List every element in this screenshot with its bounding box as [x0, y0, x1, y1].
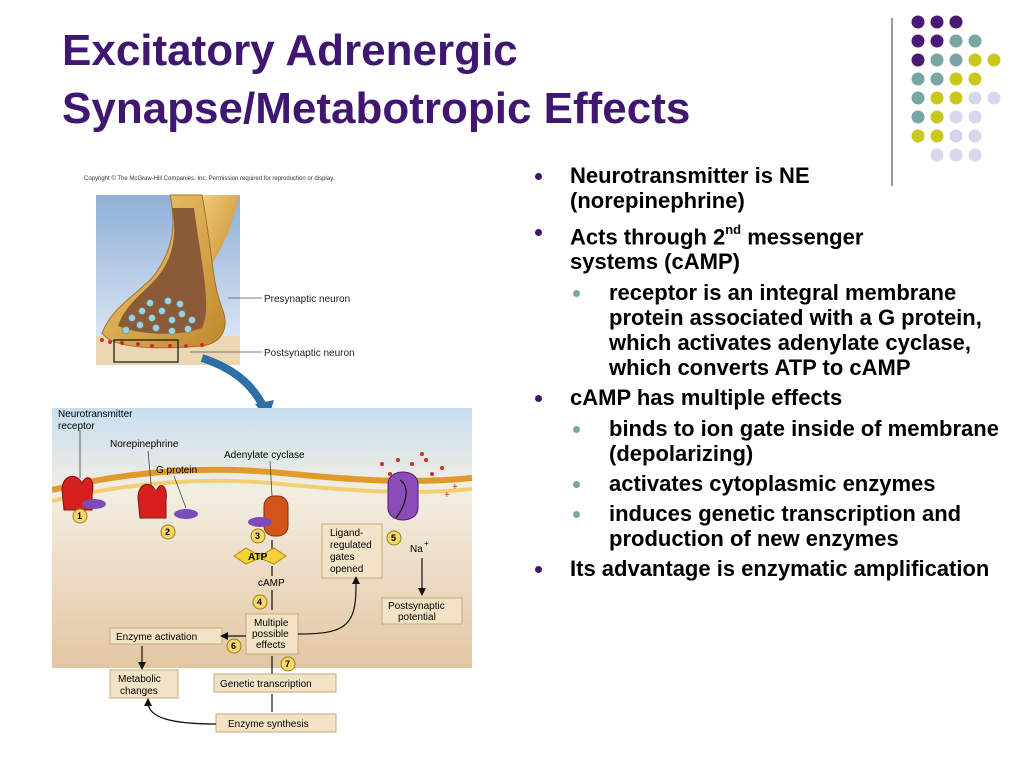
bullet-2-text-b: messenger	[741, 224, 864, 250]
step-6-label: 6	[231, 641, 236, 651]
slide-title: Excitatory Adrenergic Synapse/Metabotrop…	[62, 22, 882, 138]
postsynaptic-potential-box: Postsynaptic potential	[381, 597, 463, 625]
metabolic-changes-line-1: Metabolic	[118, 674, 161, 685]
neurotransmitter-receptor-label-2: receptor	[58, 421, 95, 432]
bullet-camp-effects: cAMP has multiple effects	[532, 385, 1012, 410]
ligand-line-3: gates	[330, 552, 354, 563]
step-1-label: 1	[77, 511, 82, 521]
decorative-divider	[891, 18, 893, 186]
bullet-2-text-a: Acts through 2	[570, 224, 726, 250]
norepinephrine-label: Norepinephrine	[110, 439, 179, 450]
bullet-list: Neurotransmitter is NE (norepinephrine) …	[532, 163, 1012, 587]
bullet-second-messenger: Acts through 2nd messenger systems (cAMP…	[532, 219, 1012, 274]
postsynaptic-label: Postsynaptic neuron	[264, 348, 355, 359]
receptor-bound	[137, 483, 198, 519]
bullet-1-line-1: Neurotransmitter is NE	[570, 163, 810, 188]
step-5-label: 5	[391, 533, 396, 543]
presynaptic-label: Presynaptic neuron	[264, 294, 350, 305]
adenylate-cyclase-enzyme	[248, 495, 289, 537]
sub-bullet-cytoplasmic-enzymes: activates cytoplasmic enzymes	[532, 471, 1012, 496]
bullet-1-line-2: (norepinephrine)	[570, 188, 745, 213]
step-markers: 1 2 3 4 5 6 7	[72, 508, 402, 672]
step-7-label: 7	[285, 659, 290, 669]
sub-bullet-genetic-transcription: induces genetic transcription and produc…	[532, 501, 1012, 551]
enzyme-activation-label: Enzyme activation	[116, 632, 197, 643]
adenylate-cyclase-label: Adenylate cyclase	[224, 450, 305, 461]
step-3-label: 3	[255, 531, 260, 541]
bullet-amplification: Its advantage is enzymatic amplification	[532, 556, 1012, 581]
plus-sign-2: +	[452, 482, 458, 493]
ligand-line-2: regulated	[330, 540, 372, 551]
title-line-2: Synapse/Metabotropic Effects	[62, 84, 691, 133]
sodium-label: Na	[410, 544, 423, 555]
postsynaptic-potential-line-1: Postsynaptic	[388, 601, 445, 612]
sub-bullet-ion-gate: binds to ion gate inside of membrane (de…	[532, 416, 1012, 466]
multiple-effects-line-1: Multiple	[254, 618, 289, 629]
ligand-gates-box: Ligand- regulated gates opened	[321, 523, 383, 579]
enzyme-synthesis-box: Enzyme synthesis	[215, 713, 337, 733]
step-4-label: 4	[257, 597, 262, 607]
title-line-1: Excitatory Adrenergic	[62, 26, 518, 75]
sub-bullet-receptor: receptor is an integral membrane protein…	[532, 280, 1012, 380]
multiple-effects-box: Multiple possible effects	[245, 613, 299, 655]
postsynaptic-cell-panel: Neurotransmitter receptor Norepinephrine…	[52, 408, 472, 672]
sodium-plus: +	[424, 539, 429, 548]
copyright-notice: Copyright © The McGraw-Hill Companies, I…	[84, 175, 335, 182]
metabolic-changes-box: Metabolic changes	[109, 669, 179, 699]
bullet-neurotransmitter: Neurotransmitter is NE (norepinephrine)	[532, 163, 1012, 213]
step-2-label: 2	[165, 527, 170, 537]
dot-row-4	[911, 72, 982, 86]
postsynaptic-potential-line-2: potential	[398, 612, 436, 623]
bullet-2-line-2: systems (cAMP)	[570, 249, 740, 275]
enzyme-activation-box: Enzyme activation	[109, 627, 223, 645]
ligand-gated-channel: + + Na +	[380, 452, 458, 555]
receptor-unbound	[61, 475, 106, 511]
dot-row-6	[911, 110, 982, 124]
genetic-transcription-label: Genetic transcription	[220, 679, 312, 690]
g-protein-label: G protein	[156, 465, 197, 476]
dot-row-7	[911, 129, 982, 143]
synapse-diagram: Copyright © The McGraw-Hill Companies, I…	[52, 175, 472, 733]
synapse-overview-inset: Presynaptic neuron Postsynaptic neuron	[96, 194, 355, 420]
dot-row-1	[911, 15, 963, 29]
genetic-transcription-box: Genetic transcription	[213, 673, 337, 693]
multiple-effects-line-3: effects	[256, 640, 285, 651]
ligand-line-4: opened	[330, 564, 363, 575]
dot-row-2	[911, 34, 982, 48]
dot-row-3	[911, 53, 1001, 67]
ligand-line-1: Ligand-	[330, 528, 363, 539]
decorative-dot-grid	[911, 15, 1001, 162]
metabolic-changes-line-2: changes	[120, 686, 158, 697]
atp-badge: ATP	[233, 547, 287, 565]
multiple-effects-line-2: possible	[252, 629, 289, 640]
dot-row-8	[930, 148, 982, 162]
enzyme-synthesis-label: Enzyme synthesis	[228, 719, 309, 730]
plus-sign-1: +	[444, 490, 450, 501]
bullet-2-superscript: nd	[725, 222, 742, 237]
dot-row-5	[911, 91, 1001, 105]
atp-label: ATP	[248, 552, 268, 563]
neurotransmitter-receptor-label: Neurotransmitter	[58, 409, 133, 420]
camp-label: cAMP	[258, 578, 285, 589]
